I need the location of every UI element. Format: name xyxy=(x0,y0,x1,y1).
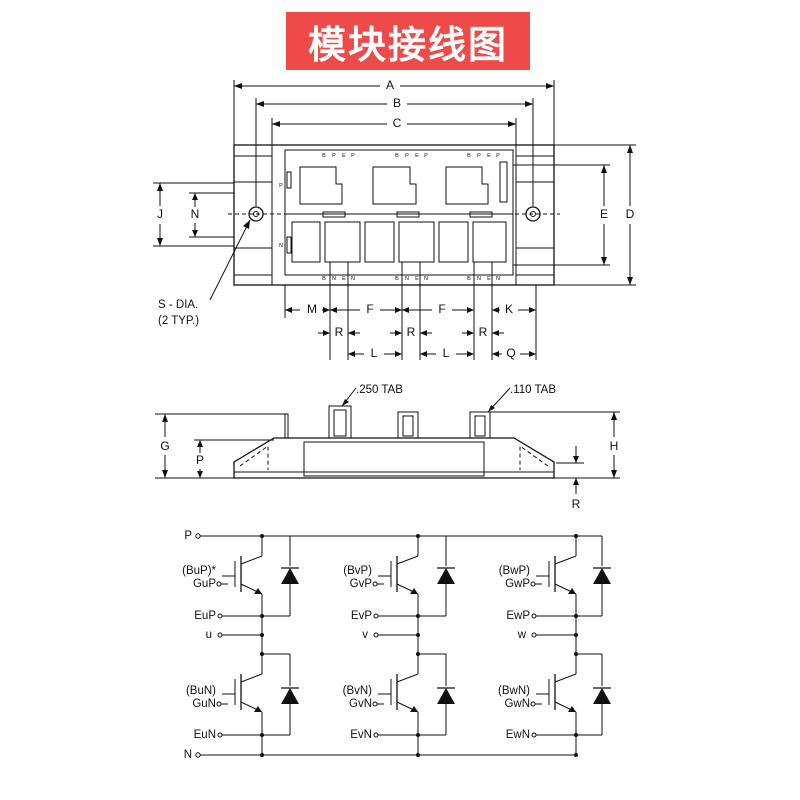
svg-text:E: E xyxy=(415,276,419,282)
svg-text:P: P xyxy=(351,153,355,159)
dim-b: B xyxy=(393,96,401,110)
svg-text:B: B xyxy=(467,276,471,282)
module-outline xyxy=(233,144,555,286)
gate-lower-v: GvN xyxy=(349,698,372,710)
output-w-label: w xyxy=(517,629,527,641)
dim-k: K xyxy=(505,302,513,316)
svg-text:N: N xyxy=(332,276,336,282)
emitter-upper-v: EvP xyxy=(351,610,372,622)
title-banner: 模块接线图 xyxy=(286,12,530,70)
pin-labels-top-3: B P E P xyxy=(467,153,500,159)
hole-label-line2: (2 TYP.) xyxy=(158,315,199,327)
emitter-lower-u: EuN xyxy=(194,729,216,741)
emitter-lower-v: EvN xyxy=(350,729,372,741)
dim-r-side: R xyxy=(572,497,581,511)
dim-r-3: R xyxy=(479,325,488,339)
svg-text:E: E xyxy=(342,153,346,159)
gate-lower-w: GwN xyxy=(504,698,530,710)
dim-q: Q xyxy=(506,346,515,360)
gate-label-lower-w: (BwN) xyxy=(498,685,530,697)
pin-labels-bottom-3: B N E N xyxy=(467,276,500,282)
svg-text:B: B xyxy=(395,276,399,282)
hole-label-line1: S - DIA. xyxy=(158,299,198,311)
tab-large-label: .250 TAB xyxy=(356,384,403,396)
emitter-upper-w: EwP xyxy=(506,610,530,622)
dim-r-1: R xyxy=(335,325,344,339)
svg-text:P: P xyxy=(424,153,428,159)
svg-text:N: N xyxy=(405,276,409,282)
dim-d: D xyxy=(626,207,635,221)
gate-upper-w: GwP xyxy=(505,578,530,590)
gate-upper-v: GvP xyxy=(350,578,373,590)
dim-l-1: L xyxy=(371,346,378,360)
phase-v: (BvP) GvP EvP v xyxy=(343,534,455,757)
terminal-tab-3 xyxy=(469,411,491,439)
emitter-upper-u: EuP xyxy=(194,610,216,622)
svg-text:P: P xyxy=(405,153,409,159)
circuit-schematic: P N (BuP)* GuP EuP xyxy=(182,530,611,761)
dim-f-1: F xyxy=(366,302,373,316)
emitter-lower-w: EwN xyxy=(506,729,530,741)
rail-n-label: N xyxy=(184,749,192,761)
svg-text:P: P xyxy=(477,153,481,159)
pin-labels-top-1: B P E P xyxy=(322,153,355,159)
gate-label-lower-v: (BvN) xyxy=(343,685,373,697)
svg-text:B: B xyxy=(322,153,326,159)
dim-m: M xyxy=(307,302,317,316)
svg-text:B: B xyxy=(467,153,471,159)
side-mark-n: N xyxy=(279,243,283,249)
pin-labels-bottom-2: B N E N xyxy=(395,276,428,282)
dim-n: N xyxy=(191,207,200,221)
page-title: 模块接线图 xyxy=(307,22,508,67)
svg-text:P: P xyxy=(332,153,336,159)
side-view: .250 TAB .110 TAB G P H R xyxy=(155,384,620,511)
gate-label-lower-u: (BuN) xyxy=(186,685,216,697)
dim-g: G xyxy=(160,439,169,453)
gate-upper-u: GuP xyxy=(193,578,216,590)
rail-p-label: P xyxy=(184,530,192,542)
svg-text:B: B xyxy=(395,153,399,159)
pin-labels-bottom-1: B N E N xyxy=(322,276,355,282)
dim-j: J xyxy=(157,207,163,221)
terminal-tab-2 xyxy=(397,411,419,439)
dim-l-2: L xyxy=(443,346,450,360)
gate-label-upper-v: (BvP) xyxy=(343,565,372,577)
gate-label-upper-u: (BuP)* xyxy=(182,565,216,577)
svg-text:N: N xyxy=(351,276,355,282)
dim-r-2: R xyxy=(407,325,416,339)
phase-u: (BuP)* GuP EuP u xyxy=(182,534,299,757)
dim-c: C xyxy=(393,116,402,130)
side-mark-p: P xyxy=(279,183,283,189)
dim-a: A xyxy=(386,78,394,92)
svg-text:E: E xyxy=(342,276,346,282)
svg-text:B: B xyxy=(322,276,326,282)
phase-w: (BwP) GwP EwP w xyxy=(498,534,611,757)
dim-f-2: F xyxy=(438,302,445,316)
svg-text:E: E xyxy=(487,153,491,159)
svg-text:N: N xyxy=(496,276,500,282)
output-u-label: u xyxy=(206,629,212,641)
svg-text:P: P xyxy=(496,153,500,159)
tab-small-label: .110 TAB xyxy=(510,384,556,396)
pin-labels-top-2: B P E P xyxy=(395,153,428,159)
gate-label-upper-w: (BwP) xyxy=(499,565,530,577)
svg-text:E: E xyxy=(487,276,491,282)
terminal-tab-1 xyxy=(328,405,352,439)
svg-text:E: E xyxy=(415,153,419,159)
output-v-label: v xyxy=(362,629,368,641)
dim-h: H xyxy=(610,439,619,453)
top-view: P N B P E P B P E P B P E P B N E N B xyxy=(153,78,636,360)
dim-e: E xyxy=(600,207,608,221)
gate-lower-u: GuN xyxy=(192,698,216,710)
svg-text:N: N xyxy=(477,276,481,282)
svg-text:N: N xyxy=(424,276,428,282)
dim-p: P xyxy=(196,453,204,467)
